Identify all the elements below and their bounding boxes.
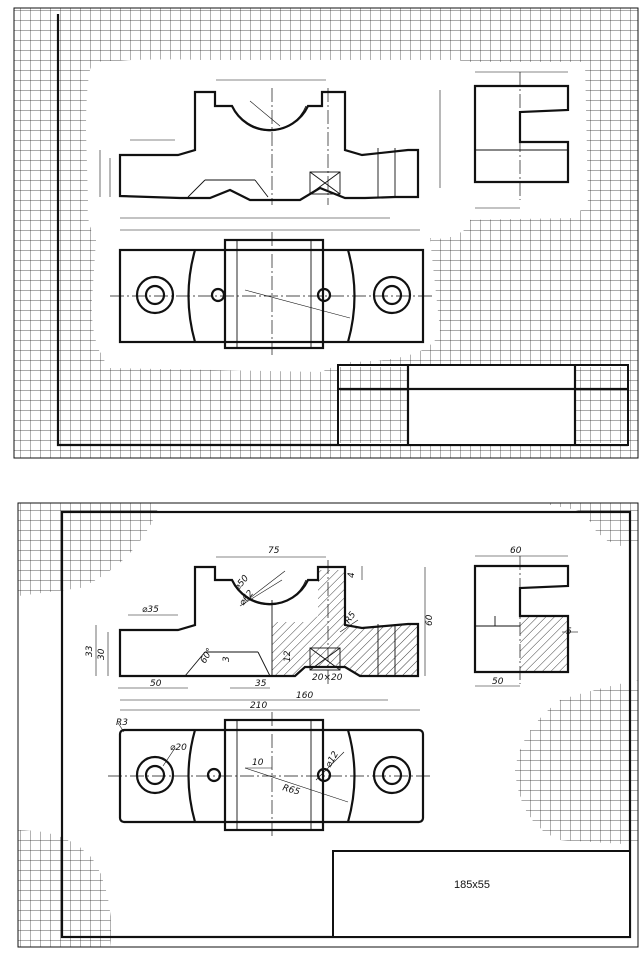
dim-50-left: 50 [150,679,162,689]
dim-10: 10 [252,758,264,768]
title-block-size-label: 185x55 [454,879,490,891]
side-view-top [473,71,570,209]
dim-20x20: 20×20 [312,673,343,683]
dim-75: 75 [268,546,280,556]
dim-dia20: ⌀20 [170,743,187,753]
dim-60-top: 60 [510,546,522,556]
side-view-bottom: 60 5 50 [473,546,578,687]
dim-12: 12 [283,650,293,662]
plan-view-top [110,232,432,355]
dim-210: 210 [250,701,267,711]
dim-3: 3 [222,656,232,662]
front-view-top [99,79,441,231]
dim-160: 160 [296,691,313,701]
dim-5: 5 [566,627,572,637]
dim-4: 4 [347,572,357,578]
sheet-top [13,7,639,459]
dim-33: 33 [85,645,95,657]
dim-60-side: 60 [425,614,435,626]
title-block-bottom: 185x55 [332,850,631,938]
dim-50-side: 50 [492,677,504,687]
dim-r65: R65 [281,783,301,798]
dim-r3: R3 [116,718,128,728]
sheet-bottom: 185x55 [17,502,639,948]
dim-dia35: ⌀35 [142,605,159,615]
title-block-top [337,364,629,446]
dim-35-bottom: 35 [255,679,267,689]
dim-30: 30 [97,648,107,660]
